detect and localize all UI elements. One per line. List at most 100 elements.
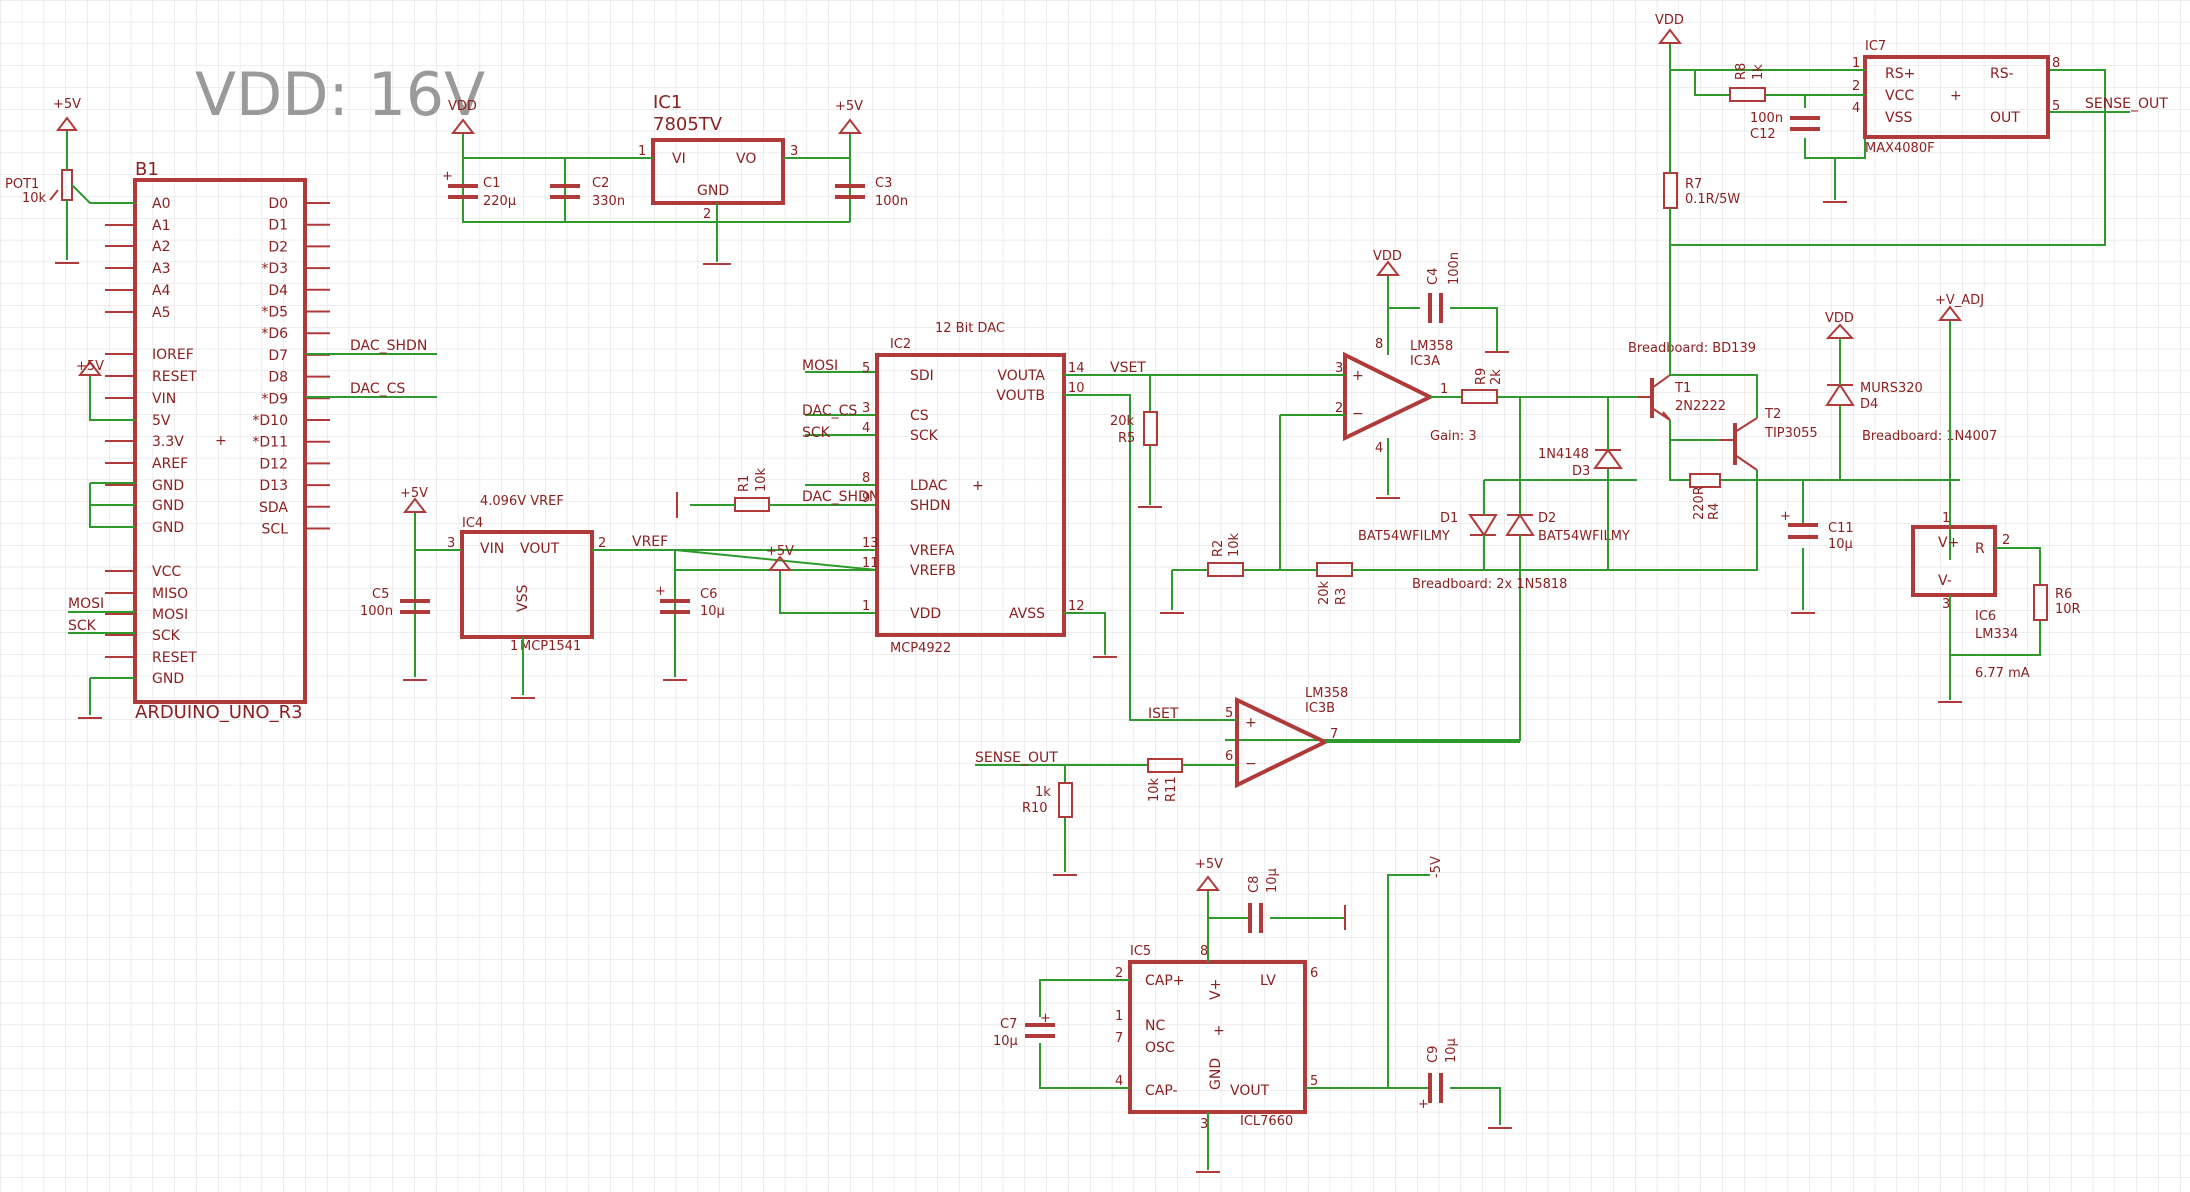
cap-c3[interactable]: C3 100n <box>835 176 908 209</box>
resistor-r11[interactable]: 10k R11 <box>1147 758 1183 802</box>
resistor-r1[interactable]: R1 10k <box>734 467 770 512</box>
ic2-pin-label: VOUTA <box>997 368 1045 384</box>
resistor-r10[interactable]: 1k R10 <box>1022 782 1073 818</box>
opamp-ic3a[interactable]: + − LM358 IC3A Gain: 3 3 2 1 8 4 <box>1335 337 1477 456</box>
svg-text:VIN: VIN <box>480 541 504 557</box>
svg-text:DAC_CS: DAC_CS <box>350 381 405 397</box>
cap-c4[interactable]: C4 100n <box>1426 252 1462 323</box>
svg-text:+5V: +5V <box>1195 857 1223 872</box>
ic5-wires: +5V -5V <box>1039 856 1512 1173</box>
ic2-pin-number: 12 <box>1068 599 1085 614</box>
ic2-pin-label: VOUTB <box>996 388 1045 404</box>
svg-text:1k: 1k <box>1035 785 1051 800</box>
svg-text:IC2: IC2 <box>890 337 911 352</box>
svg-text:6: 6 <box>1225 749 1233 764</box>
svg-text:8: 8 <box>1200 944 1208 959</box>
svg-text:VOUT: VOUT <box>520 541 560 557</box>
ic2-pin-number: 9 <box>862 491 870 506</box>
svg-text:DAC_SHDN: DAC_SHDN <box>350 338 427 354</box>
diode-d4[interactable]: MURS320 D4 Breadboard: 1N4007 <box>1825 381 1997 444</box>
resistor-r5[interactable]: 20k R5 <box>1110 411 1158 446</box>
b1-pin-label: D12 <box>259 456 288 472</box>
svg-text:IC5: IC5 <box>1130 944 1151 959</box>
b1-pin-label: A1 <box>152 218 170 234</box>
ic7-max4080[interactable]: IC7 MAX4080F RS+ VCC VSS RS- OUT 1 2 4 8… <box>1852 39 2060 156</box>
arduino-b1[interactable]: B1 ARDUINO_UNO_R3 A0A1A2A3A4A5IOREFRESET… <box>105 159 330 723</box>
cap-c12[interactable]: 100n C12 <box>1750 111 1820 142</box>
resistor-r7[interactable]: R7 0.1R/5W <box>1663 172 1740 209</box>
svg-text:12 Bit DAC: 12 Bit DAC <box>935 321 1005 336</box>
svg-text:MOSI: MOSI <box>68 596 104 612</box>
svg-text:330n: 330n <box>592 194 625 209</box>
svg-text:+5V: +5V <box>53 97 81 112</box>
svg-text:R10: R10 <box>1022 801 1048 816</box>
svg-text:8: 8 <box>1375 337 1383 352</box>
svg-text:3: 3 <box>790 144 798 159</box>
opamp-ic3b[interactable]: + − LM358 IC3B 5 6 7 <box>1225 686 1348 789</box>
resistor-r9[interactable]: R9 2k <box>1461 368 1504 404</box>
svg-text:C8: C8 <box>1247 876 1262 893</box>
svg-text:Breadboard: BD139: Breadboard: BD139 <box>1628 341 1756 356</box>
cap-c9[interactable]: + C9 10µ <box>1418 1038 1459 1112</box>
ic6-lm334[interactable]: V+ V- R 1 2 3 IC6 LM334 6.77 mA <box>1911 511 2030 681</box>
svg-text:R3: R3 <box>1334 588 1349 605</box>
diode-wires: Breadboard: 2x 1N5818 <box>1225 397 1758 741</box>
svg-text:VOUT: VOUT <box>1230 1083 1270 1099</box>
svg-text:VSET: VSET <box>1110 360 1146 376</box>
cap-c6[interactable]: + C6 10µ <box>655 584 725 619</box>
cap-c11[interactable]: + C11 10µ <box>1780 509 1854 552</box>
b1-pin-label: 3.3V <box>152 434 184 450</box>
cap-c8[interactable]: C8 10µ <box>1247 868 1280 933</box>
ic5-icl7660[interactable]: IC5 ICL7660 CAP+ NC OSC CAP- LV VOUT V+ … <box>1115 944 1318 1132</box>
svg-text:D2: D2 <box>1538 511 1556 526</box>
resistor-r4[interactable]: 220R R4 <box>1689 473 1722 520</box>
svg-text:R6: R6 <box>2055 587 2072 602</box>
resistor-r6[interactable]: R6 10R <box>2033 584 2081 621</box>
svg-text:R11: R11 <box>1164 776 1179 802</box>
ic1-wires: VDD +5V <box>448 99 863 265</box>
cap-c7[interactable]: + C7 10µ <box>993 1011 1055 1049</box>
svg-text:T1: T1 <box>1674 381 1691 396</box>
svg-text:5: 5 <box>1225 706 1233 721</box>
b1-pin-label: 5V <box>152 413 171 429</box>
svg-text:3: 3 <box>1335 361 1343 376</box>
svg-text:VREF: VREF <box>632 534 668 550</box>
svg-text:0.1R/5W: 0.1R/5W <box>1685 192 1740 207</box>
svg-text:Gain: 3: Gain: 3 <box>1430 429 1477 444</box>
svg-text:10µ: 10µ <box>1265 868 1280 893</box>
diode-d3[interactable]: 1N4148 D3 <box>1538 447 1623 479</box>
svg-text:LM358: LM358 <box>1410 339 1453 354</box>
ic2-dac[interactable]: IC2 12 Bit DAC MCP4922 SDI5CS3SCK4LDAC8S… <box>862 321 1085 656</box>
diode-d1[interactable]: D1 BAT54WFILMY <box>1358 511 1498 544</box>
transistor-t2[interactable]: T2 TIP3055 <box>1720 407 1818 471</box>
b1-pin-label: D8 <box>268 370 288 386</box>
svg-text:C12: C12 <box>1750 127 1776 142</box>
svg-text:IC4: IC4 <box>462 516 483 531</box>
resistor-r8[interactable]: R8 1k <box>1729 63 1766 102</box>
cap-c1[interactable]: + C1 220µ <box>442 169 516 209</box>
ic4-vref[interactable]: IC4 4.096V VREF VIN VOUT VSS MCP1541 3 2… <box>447 494 606 654</box>
svg-text:+5V: +5V <box>76 359 104 374</box>
cap-c5[interactable]: C5 100n <box>360 587 430 619</box>
transistor-t1[interactable]: T1 2N2222 Breadboard: BD139 <box>1628 341 1756 421</box>
svg-text:10R: 10R <box>2055 602 2081 617</box>
b1-pin-label: D1 <box>268 218 288 234</box>
svg-text:5: 5 <box>1310 1074 1318 1089</box>
svg-text:MOSI: MOSI <box>802 358 838 374</box>
svg-text:−: − <box>1352 406 1364 422</box>
svg-text:1: 1 <box>1440 382 1448 397</box>
svg-text:Breadboard: 1N4007: Breadboard: 1N4007 <box>1862 429 1997 444</box>
b1-pin-label: GND <box>152 498 184 514</box>
ic2-pin-label: VREFB <box>910 563 956 579</box>
svg-text:GND: GND <box>697 183 729 199</box>
svg-text:DAC_CS: DAC_CS <box>802 403 857 419</box>
svg-text:TIP3055: TIP3055 <box>1764 426 1818 441</box>
b1-pin-label: A4 <box>152 283 171 299</box>
ic2-pin-label: AVSS <box>1009 606 1045 622</box>
svg-text:ARDUINO_UNO_R3: ARDUINO_UNO_R3 <box>135 702 303 723</box>
ic1-regulator[interactable]: IC1 7805TV VI VO GND 1 3 2 <box>638 92 798 222</box>
cap-c2[interactable]: C2 330n <box>550 176 625 209</box>
b1-pin-label: GND <box>152 478 184 494</box>
svg-text:R5: R5 <box>1118 431 1135 446</box>
